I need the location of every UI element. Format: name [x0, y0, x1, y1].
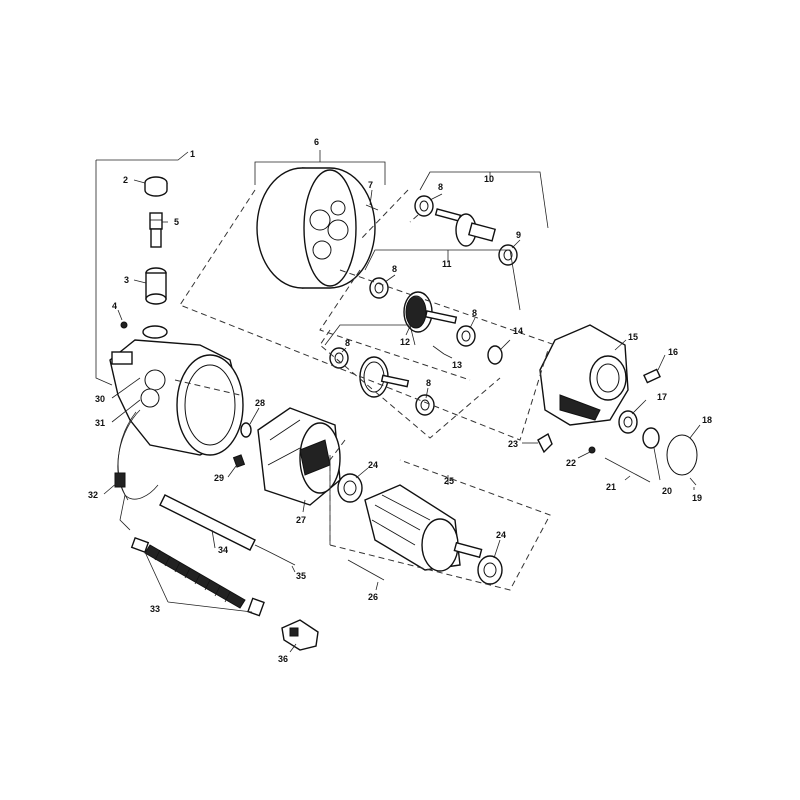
part-33-strain-relief	[130, 537, 265, 617]
callout-4: 4	[112, 301, 117, 311]
callout-32: 32	[88, 490, 98, 500]
callout-20: 20	[662, 486, 672, 496]
callout-18: 18	[702, 415, 712, 425]
callout-labels: 1 2 5 3 4 6 7 8 10 9 8 11 8 14 12 8 13 8…	[88, 137, 712, 664]
callout-36: 36	[278, 654, 288, 664]
callout-16: 16	[668, 347, 678, 357]
part-29-screw	[232, 454, 246, 468]
part-19-screw	[689, 477, 697, 486]
callout-3: 3	[124, 275, 129, 285]
callout-21: 21	[606, 482, 616, 492]
part-23-fitting	[537, 432, 553, 454]
callout-8e: 8	[426, 378, 431, 388]
part-4-screw	[120, 321, 128, 329]
part-5-brush	[149, 212, 163, 248]
callout-28: 28	[255, 398, 265, 408]
part-16-plug	[643, 368, 661, 384]
callout-27: 27	[296, 515, 306, 525]
part-24-bearing-right	[477, 555, 503, 585]
part-34-cord-sleeve	[159, 494, 296, 566]
part-10-shaft-assembly	[414, 171, 549, 266]
part-13-key	[432, 345, 445, 355]
part-7-pin	[365, 204, 379, 211]
callout-24a: 24	[368, 460, 378, 470]
part-17-seal	[618, 410, 638, 434]
part-21-bolt	[604, 457, 651, 483]
part-14-ring	[487, 345, 503, 365]
callout-30: 30	[95, 394, 105, 404]
part-15-front-housing	[539, 324, 629, 426]
callout-15: 15	[628, 332, 638, 342]
part-20-oring	[642, 427, 660, 449]
callout-33: 33	[150, 604, 160, 614]
part-6-gear-case	[254, 150, 386, 289]
leader-lines	[103, 179, 701, 653]
callout-14: 14	[513, 326, 523, 336]
callout-9: 9	[516, 230, 521, 240]
part-2-cap	[144, 176, 168, 197]
callout-25: 25	[444, 476, 454, 486]
part-28-washer	[240, 422, 252, 438]
callout-10: 10	[484, 174, 494, 184]
callout-31: 31	[95, 418, 105, 428]
callout-8d: 8	[345, 338, 350, 348]
callout-8b: 8	[392, 264, 397, 274]
part-18-gasket	[666, 434, 698, 476]
part-32-wire-harness	[114, 409, 159, 531]
part-12-output-gear	[324, 324, 435, 416]
callout-19: 19	[692, 493, 702, 503]
part-11-gear-shaft	[364, 249, 521, 347]
callout-24b: 24	[496, 530, 506, 540]
callout-35: 35	[296, 571, 306, 581]
callout-11: 11	[442, 259, 452, 269]
part-22-screw	[588, 446, 596, 454]
part-30-motor-housing	[109, 325, 244, 456]
callout-8a: 8	[438, 182, 443, 192]
callout-26: 26	[368, 592, 378, 602]
part-36-switch	[281, 619, 319, 651]
callout-1: 1	[190, 149, 195, 159]
callout-13: 13	[452, 360, 462, 370]
callout-6: 6	[314, 137, 319, 147]
part-26-bolt	[347, 559, 385, 581]
callout-12: 12	[400, 337, 410, 347]
part-27-stator	[257, 407, 341, 506]
callout-22: 22	[566, 458, 576, 468]
part-25-armature	[329, 455, 483, 572]
callout-5: 5	[174, 217, 179, 227]
callout-7: 7	[368, 180, 373, 190]
callout-34: 34	[218, 545, 228, 555]
part-3-brush-holder	[145, 267, 167, 305]
part-24-bearing-left	[337, 473, 363, 503]
bracket-1	[95, 151, 189, 386]
callout-8c: 8	[472, 308, 477, 318]
callout-2: 2	[123, 175, 128, 185]
assembly-dashed-lines	[174, 189, 556, 591]
callout-23: 23	[508, 439, 518, 449]
callout-17: 17	[657, 392, 667, 402]
callout-29: 29	[214, 473, 224, 483]
